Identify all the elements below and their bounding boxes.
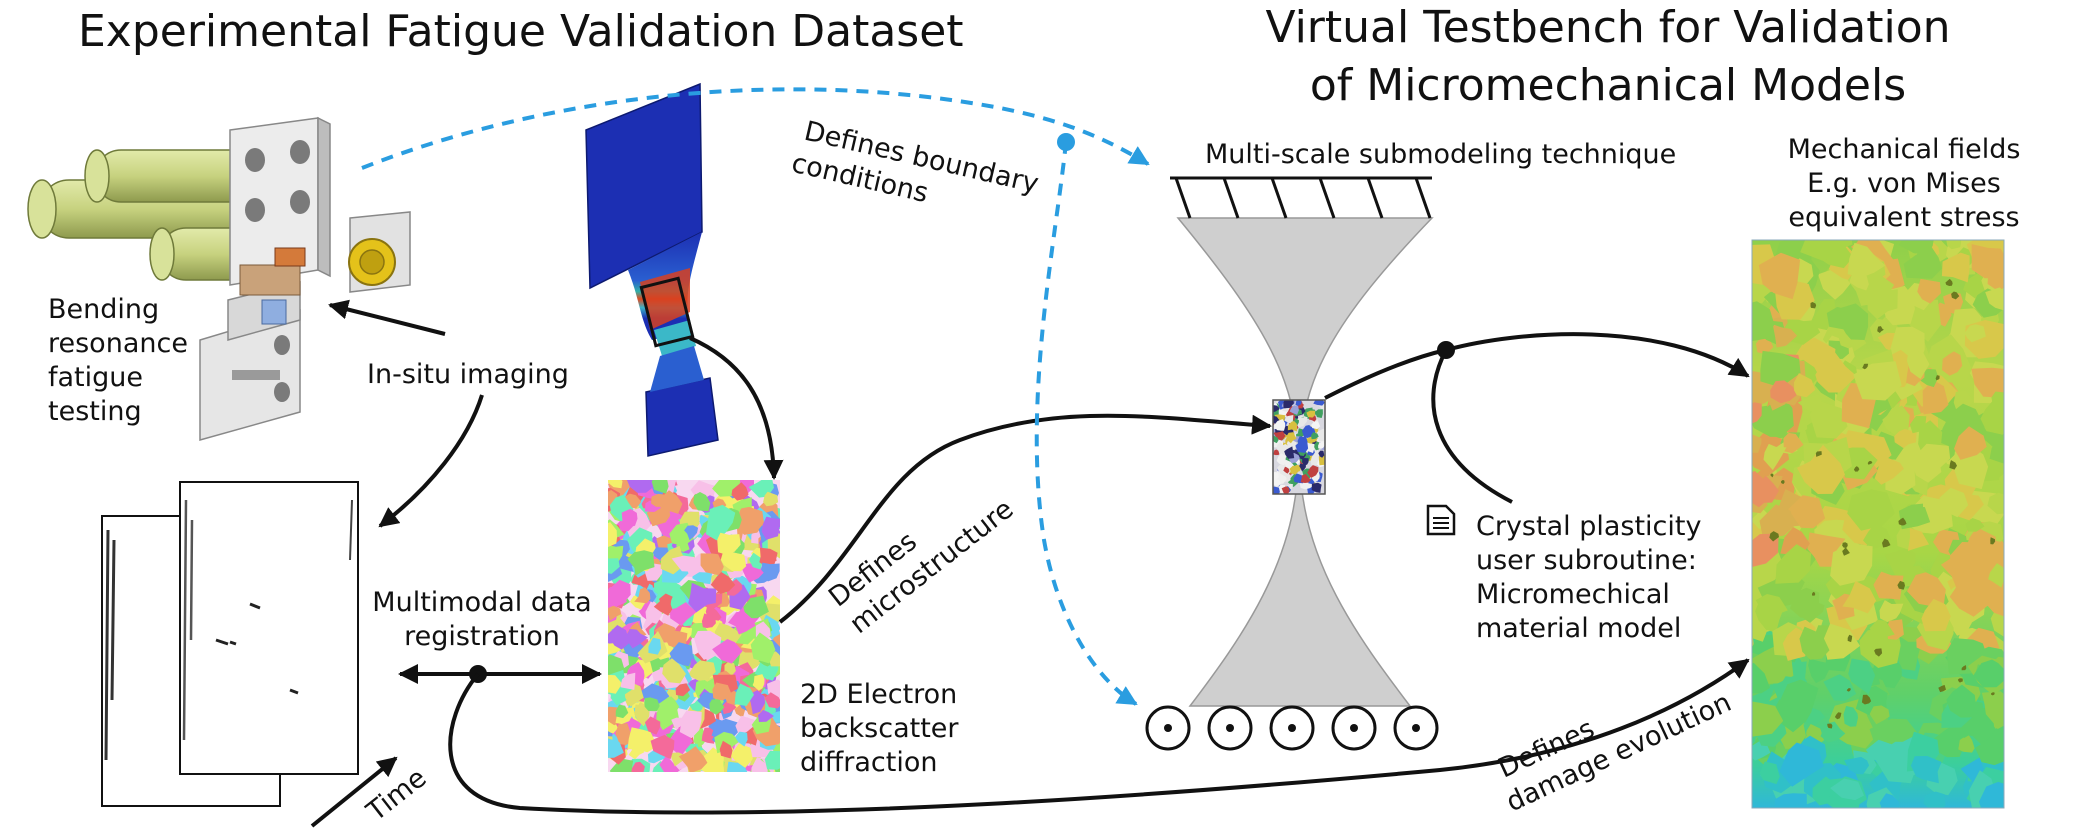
ebsd-line1: 2D Electron: [800, 679, 957, 710]
fea-region-box: [639, 276, 695, 348]
microstructure-inset: [1273, 400, 1325, 494]
crystal-plasticity-connector: [1431, 349, 1513, 504]
boundary-junction-dot: [1057, 133, 1075, 151]
submodeling-label: Multi-scale submodeling technique: [1205, 139, 1676, 170]
ebsd-map: [608, 480, 780, 772]
time-arrow: [310, 756, 398, 828]
von-mises-stress-field: [1752, 240, 2004, 808]
left-title: Experimental Fatigue Validation Dataset: [78, 6, 964, 57]
stress-field-frame: [1751, 239, 2005, 809]
crystal-line2: user subroutine:: [1476, 545, 1697, 576]
fixed-support-hatching: [1174, 177, 1432, 219]
mounting-plate: [229, 116, 331, 286]
submodel-to-fields-arrow: [1324, 332, 1750, 400]
crystal-line1: Crystal plasticity: [1476, 511, 1701, 542]
multimodal-line2: registration: [404, 621, 560, 652]
bending-line1: Bending: [48, 294, 159, 325]
insitu-image-stack: [101, 481, 359, 807]
defines-bc-label: Defines boundary conditions: [789, 116, 1042, 209]
boundary-conditions-arrow-top: [361, 87, 1150, 170]
mech-fields-line1: Mechanical fields: [1788, 134, 2021, 165]
defines-damage-arrow: [448, 658, 1750, 815]
multimodal-line1: Multimodal data: [372, 587, 591, 618]
insitu-to-images-arrow: [378, 394, 484, 528]
crystal-junction-dot: [1437, 341, 1455, 359]
crystal-line3: Micromechical: [1476, 579, 1670, 610]
defines-micro-label: Defines microstructure: [823, 494, 1019, 640]
mech-fields-line2: E.g. von Mises: [1807, 168, 2001, 199]
fea-specimen-illustration: [585, 82, 719, 457]
right-title-line1: Virtual Testbench for Validation: [1265, 2, 1950, 53]
insitu-image-front: [179, 481, 359, 775]
gray-dogbone-specimen: [1176, 217, 1434, 707]
crystal-line4: material model: [1476, 613, 1681, 644]
specimen-bracket: [199, 247, 306, 441]
bending-label: Bending resonance fatigue testing: [48, 294, 188, 427]
time-label: Time: [360, 762, 432, 828]
right-title-line2: of Micromechanical Models: [1310, 60, 1906, 111]
ebsd-line2: backscatter: [800, 713, 959, 744]
camera-block: [348, 211, 411, 293]
defines-damage-label: Defines damage evolution: [1494, 687, 1737, 818]
boundary-conditions-arrow-bottom: [1034, 141, 1138, 706]
fea-to-ebsd-arrow: [689, 336, 784, 480]
microstructure-inset-frame: [1272, 399, 1326, 495]
pin-support-icon: [1145, 705, 1439, 751]
fatigue-test-rig-illustration: [27, 116, 411, 441]
insitu-label: In-situ imaging: [367, 359, 569, 390]
bending-line4: testing: [48, 396, 142, 427]
ebsd-line3: diffraction: [800, 747, 937, 778]
bending-line2: resonance: [48, 328, 188, 359]
defines-microstructure-arrow: [778, 413, 1272, 624]
bending-line3: fatigue: [48, 362, 143, 393]
insitu-pointer-arrow: [328, 299, 446, 336]
document-icon: [1426, 504, 1456, 536]
mech-fields-line3: equivalent stress: [1788, 202, 2019, 233]
